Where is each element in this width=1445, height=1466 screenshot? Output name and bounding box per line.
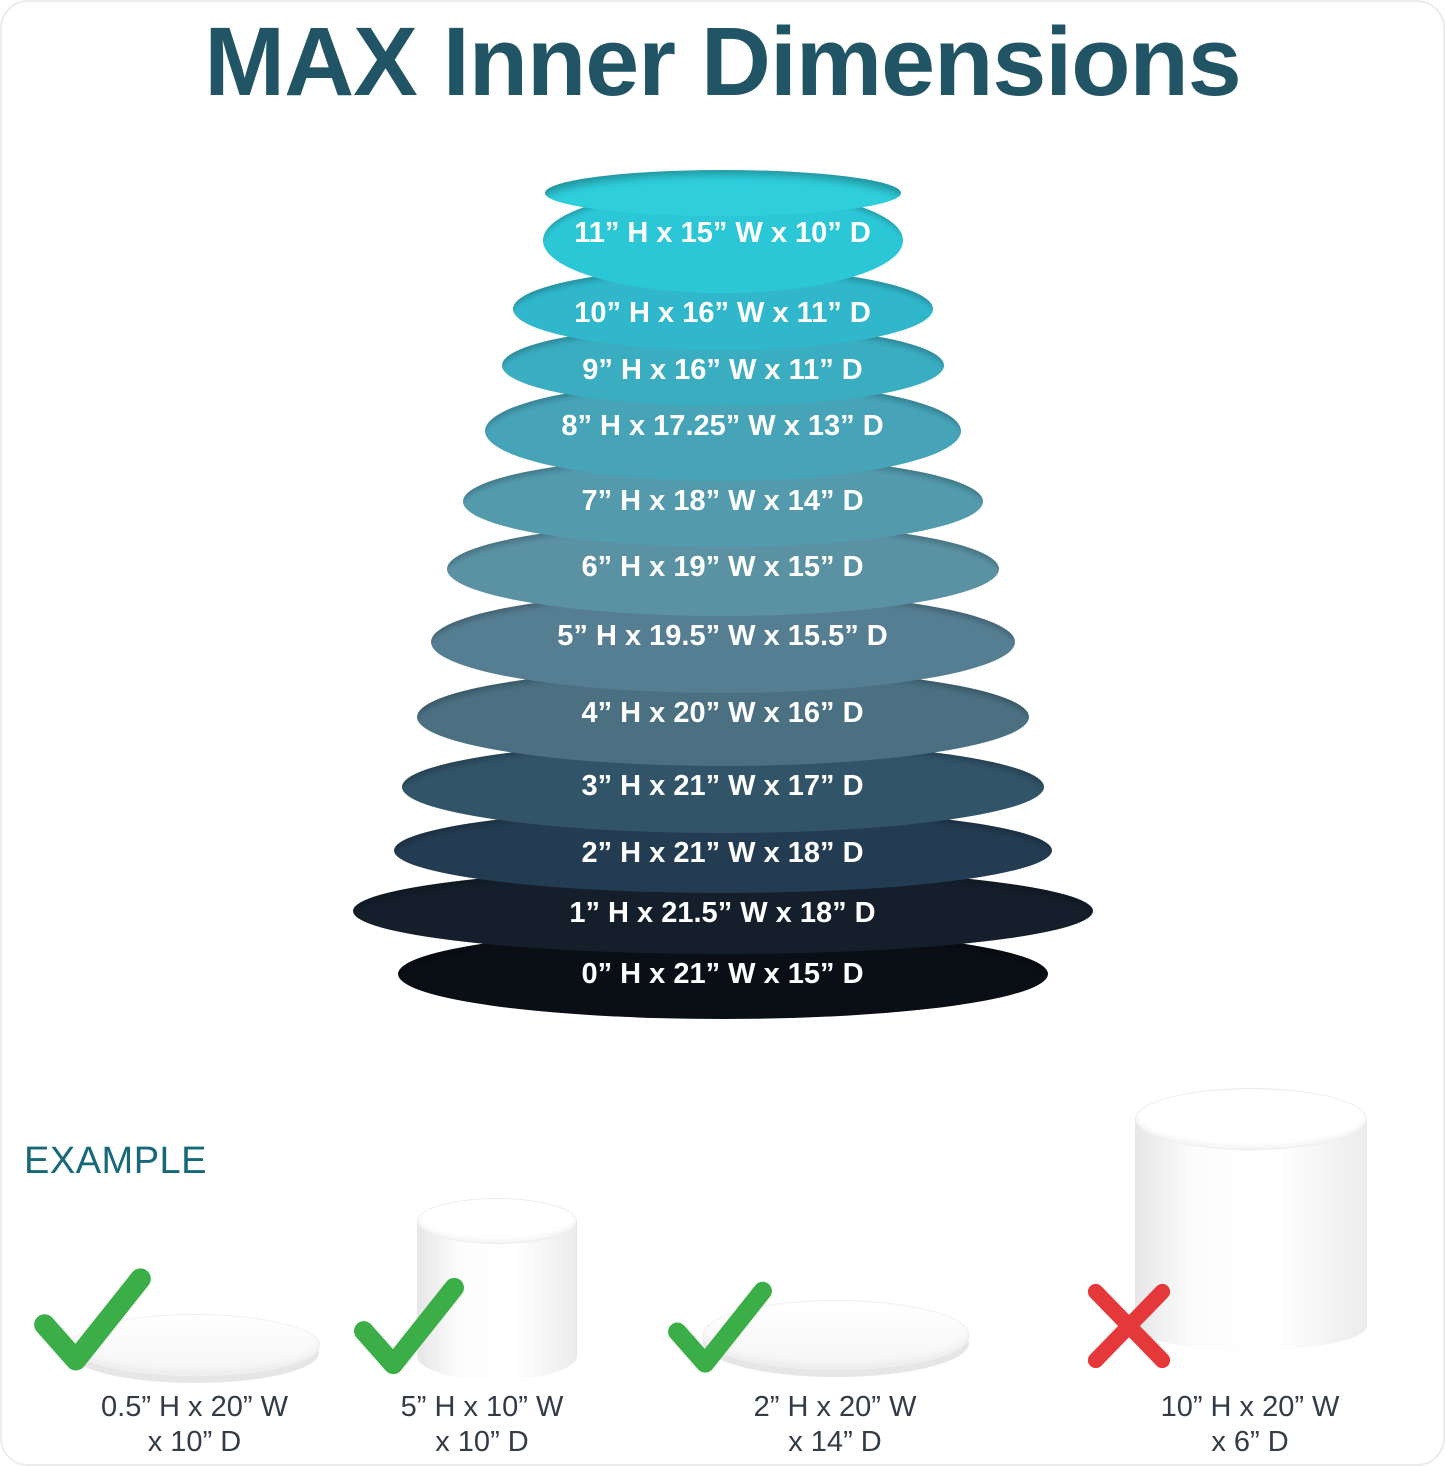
check-icon [34, 1268, 151, 1371]
example-label-line2: x 14” D [788, 1425, 882, 1458]
cylinder-top [1135, 1088, 1367, 1150]
cylinder-top [417, 1198, 577, 1244]
tier-label: 0” H x 21” W x 15” D [581, 958, 864, 990]
example-label-line1: 2” H x 20” W [753, 1391, 917, 1423]
check-icon [354, 1277, 464, 1375]
example-label: 10” H x 20” W x 6” D [1122, 1390, 1378, 1460]
example-shape-tall-wide-cylinder [1135, 1088, 1367, 1350]
x-icon [1087, 1283, 1171, 1369]
example-label-line2: x 10” D [147, 1425, 242, 1458]
tier-label: 4” H x 20” W x 16” D [581, 697, 864, 729]
tier-label: 1” H x 21.5” W x 18” D [569, 897, 876, 929]
tier-label: 3” H x 21” W x 17” D [581, 770, 864, 802]
example-heading: EXAMPLE [24, 1140, 208, 1182]
stack-top-surface [544, 170, 901, 216]
stack-tier: 3” H x 21” W x 17” D [401, 741, 1044, 833]
tier-label: 2” H x 21” W x 18” D [581, 837, 864, 869]
tier-label: 5” H x 19.5” W x 15.5” D [557, 620, 888, 652]
example-label: 5” H x 10” W x 10” D [362, 1390, 602, 1460]
tier-label: 11” H x 15” W x 10” D [574, 217, 871, 249]
tier-label: 10” H x 16” W x 11” D [574, 297, 871, 329]
example-label-line2: x 10” D [435, 1425, 529, 1458]
check-icon [668, 1281, 772, 1373]
example-label: 0.5” H x 20” W x 10” D [62, 1390, 327, 1460]
example-label: 2” H x 20” W x 14” D [707, 1390, 963, 1460]
page-title: MAX Inner Dimensions [204, 7, 1241, 116]
stack-tier: 9” H x 16” W x 11” D [501, 325, 944, 406]
tier-label: 9” H x 16” W x 11” D [582, 354, 863, 386]
example-label-line2: x 6” D [1211, 1425, 1289, 1458]
cylinder-body [1135, 1119, 1367, 1350]
example-label-line1: 0.5” H x 20” W [101, 1391, 288, 1423]
example-label-line1: 5” H x 10” W [400, 1391, 564, 1423]
example-label-line1: 10” H x 20” W [1160, 1391, 1340, 1423]
tier-label: 8” H x 17.25” W x 13” D [561, 410, 884, 442]
tier-label: 7” H x 18” W x 14” D [581, 485, 864, 517]
tier-label: 6” H x 19” W x 15” D [581, 551, 864, 583]
